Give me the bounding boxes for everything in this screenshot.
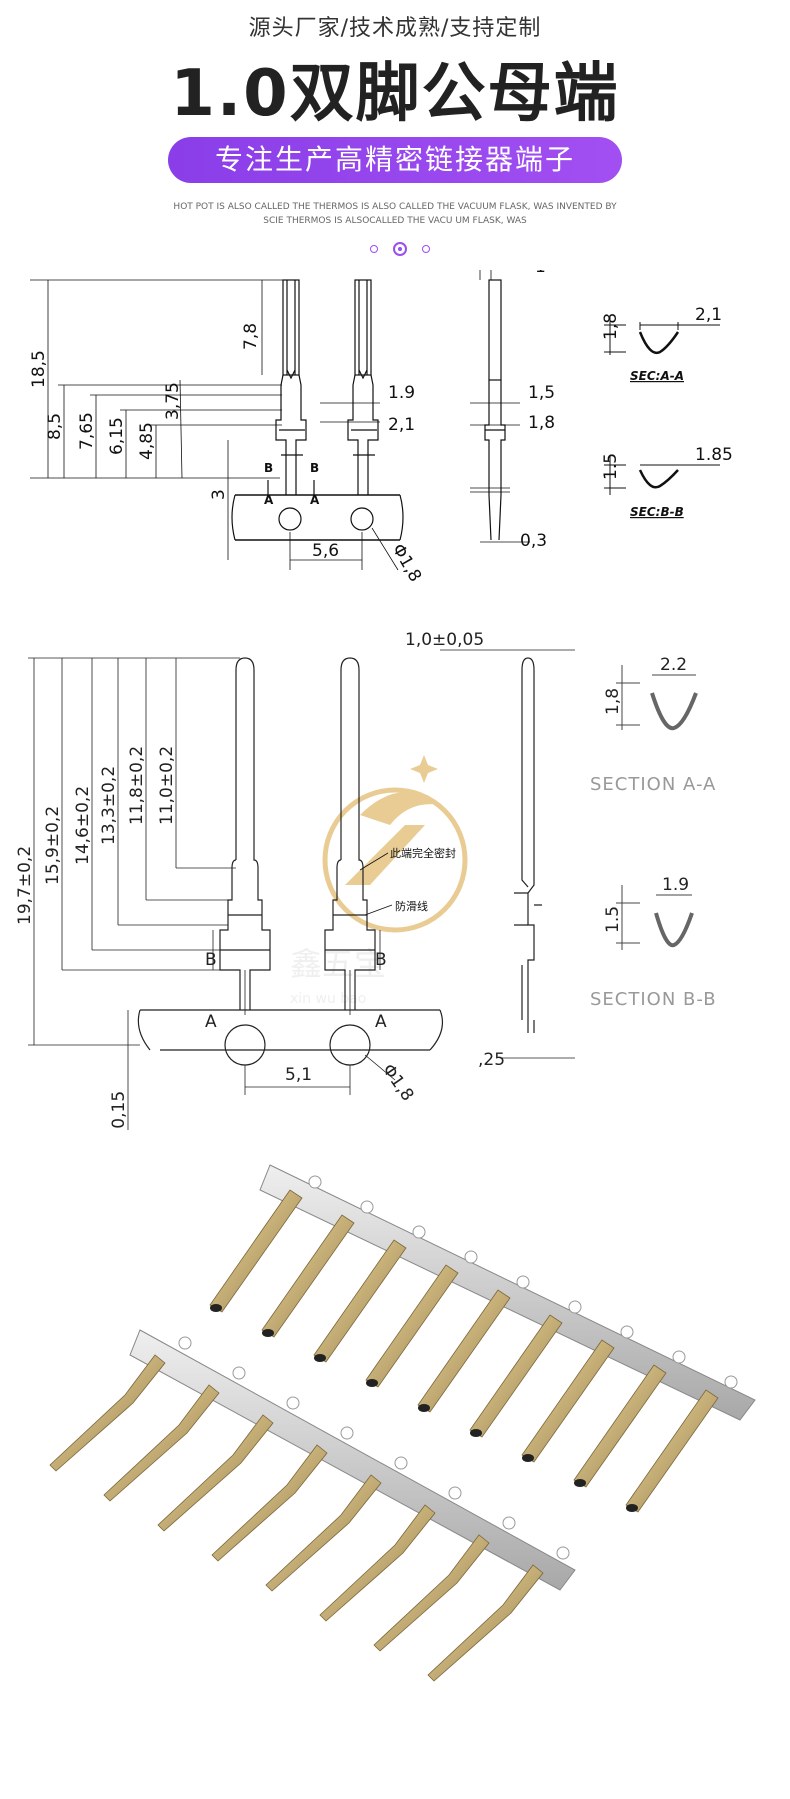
male-pin — [427, 1546, 570, 1682]
sec-b-width: 1.85 — [695, 445, 733, 465]
sec-a-height: 1,8 — [601, 313, 621, 340]
dim-15-9: 15,9±0,2 — [43, 806, 63, 885]
product-photo — [49, 1164, 756, 1682]
sec-b-label: SEC:B-B — [630, 505, 684, 519]
pager-dots — [370, 242, 430, 256]
male-pin — [265, 1456, 408, 1592]
female-pin — [209, 1175, 322, 1313]
marker-b-left-b: B — [205, 950, 217, 970]
dim-3: 3 — [209, 489, 229, 500]
watermark-logo: 鑫五宝 xin wu bao — [290, 755, 468, 1007]
female-pin — [521, 1325, 634, 1463]
dim-1: 1 — [535, 270, 546, 277]
watermark-text: 鑫五宝 — [290, 945, 386, 983]
dim-7-65: 7,65 — [77, 412, 97, 450]
dim-5-1: 5,1 — [285, 1065, 312, 1085]
pager-dot-2 — [393, 242, 407, 256]
note-antislip: 防滑线 — [395, 899, 428, 913]
dim-1-5: 1,5 — [528, 383, 555, 403]
male-pin — [49, 1336, 192, 1472]
marker-a-left-b: A — [205, 1012, 217, 1032]
female-pin — [313, 1225, 426, 1363]
dim-14-6: 14,6±0,2 — [73, 786, 93, 865]
male-pin — [211, 1426, 354, 1562]
technical-drawing-top: 18,5 8,5 7,65 6,15 4,85 3,75 7,8 3 1.9 2… — [29, 270, 733, 586]
marker-b-right: B — [310, 461, 319, 475]
female-pin — [469, 1300, 582, 1438]
male-pin — [103, 1366, 246, 1502]
male-pin — [319, 1486, 462, 1622]
marker-b-left: B — [264, 461, 273, 475]
marker-b-right-b: B — [375, 950, 387, 970]
sec-a-label: SEC:A-A — [630, 369, 684, 383]
male-terminal-strip — [49, 1329, 576, 1682]
male-pin — [373, 1516, 516, 1652]
english-caption-line2: SCIE THERMOS IS ALSOCALLED THE VACU UM F… — [263, 216, 527, 226]
marker-a-right-b: A — [375, 1012, 387, 1032]
dim-3-0: 3,0±0,15 — [109, 1091, 129, 1130]
slogan-banner: 专注生产高精密链接器端子 — [168, 137, 622, 183]
dim-1-9: 1.9 — [388, 383, 415, 403]
dim-3-75: 3,75 — [163, 382, 183, 420]
male-pin — [157, 1396, 300, 1532]
dim-0-3: 0,3 — [520, 531, 547, 551]
dim-19-7: 19,7±0,2 — [15, 846, 35, 925]
sec-a-width-b: 2.2 — [660, 655, 687, 675]
dim-5-6: 5,6 — [312, 541, 339, 561]
watermark-pinyin: xin wu bao — [290, 991, 366, 1007]
section-a-a-label: SECTION A-A — [590, 774, 716, 795]
note-sealed: 此端完全密封 — [390, 846, 456, 860]
female-pin — [261, 1200, 374, 1338]
marker-a-right: A — [310, 493, 320, 507]
dim-1-8-side: 1,8 — [528, 413, 555, 433]
female-pin — [573, 1350, 686, 1488]
page-title: 1.0双脚公母端 — [170, 57, 620, 131]
pager-dot-1 — [370, 245, 378, 253]
dim-phi-1-8-b: Φ1,8 — [378, 1060, 418, 1105]
sec-a-width: 2,1 — [695, 305, 722, 325]
dim-11-8: 11,8±0,2 — [127, 746, 147, 825]
english-caption: HOT POT IS ALSO CALLED THE THERMOS IS AL… — [0, 200, 790, 228]
female-terminal-strip — [209, 1164, 756, 1513]
female-pin — [365, 1250, 478, 1388]
dim-2-1: 2,1 — [388, 415, 415, 435]
dim-0-25: ,25 — [478, 1050, 505, 1070]
section-b-b-label: SECTION B-B — [590, 989, 717, 1010]
dim-6-15: 6,15 — [107, 417, 127, 455]
dim-13-3: 13,3±0,2 — [99, 766, 119, 845]
dim-11-0: 11,0±0,2 — [157, 746, 177, 825]
header: 源头厂家/技术成熟/支持定制 1.0双脚公母端 专注生产高精密链接器端子 HOT… — [0, 0, 790, 260]
sec-b-width-b: 1.9 — [662, 875, 689, 895]
dim-4-85: 4,85 — [137, 422, 157, 460]
english-caption-line1: HOT POT IS ALSO CALLED THE THERMOS IS AL… — [173, 202, 617, 212]
dim-8-5: 8,5 — [45, 413, 65, 440]
sec-b-height-b: 1.5 — [603, 906, 623, 933]
sec-b-height: 1.5 — [601, 453, 621, 480]
female-pin — [625, 1375, 738, 1513]
subtitle: 源头厂家/技术成熟/支持定制 — [248, 16, 542, 41]
marker-a-left: A — [264, 493, 274, 507]
technical-drawing-bottom: 鑫五宝 xin wu bao — [15, 630, 717, 1130]
dim-18-5: 18,5 — [29, 350, 49, 388]
female-pin — [417, 1275, 530, 1413]
dim-7-8: 7,8 — [241, 323, 261, 350]
sec-a-height-b: 1,8 — [603, 688, 623, 715]
dim-1-0: 1,0±0,05 — [405, 630, 484, 650]
pager-dot-3 — [422, 245, 430, 253]
